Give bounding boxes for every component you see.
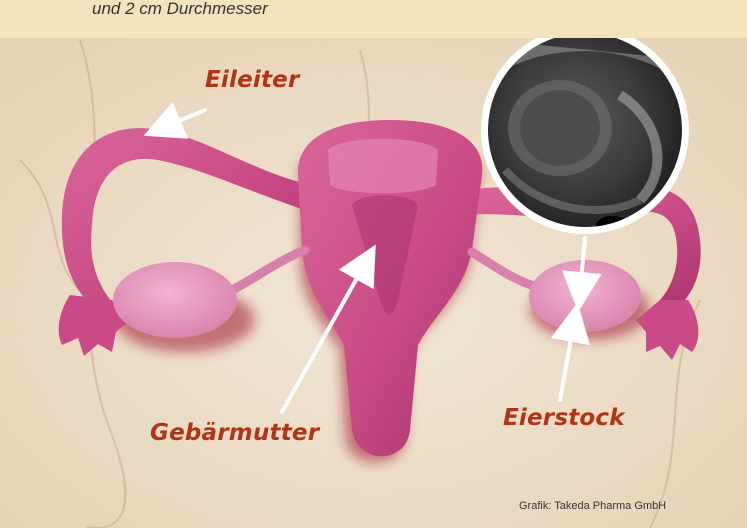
label-eierstock: Eierstock — [503, 405, 625, 431]
image-credit: Grafik: Takeda Pharma GmbH — [519, 500, 666, 512]
left-ovary — [113, 262, 237, 338]
uterus-highlight — [328, 139, 438, 194]
right-ovary — [529, 260, 641, 332]
label-gebaermutter: Gebärmutter — [150, 420, 319, 446]
uterus-illustration — [0, 38, 747, 528]
caption-band: und 2 cm Durchmesser — [0, 0, 747, 38]
label-eileiter: Eileiter — [205, 67, 300, 93]
caption-text: und 2 cm Durchmesser — [92, 0, 268, 18]
